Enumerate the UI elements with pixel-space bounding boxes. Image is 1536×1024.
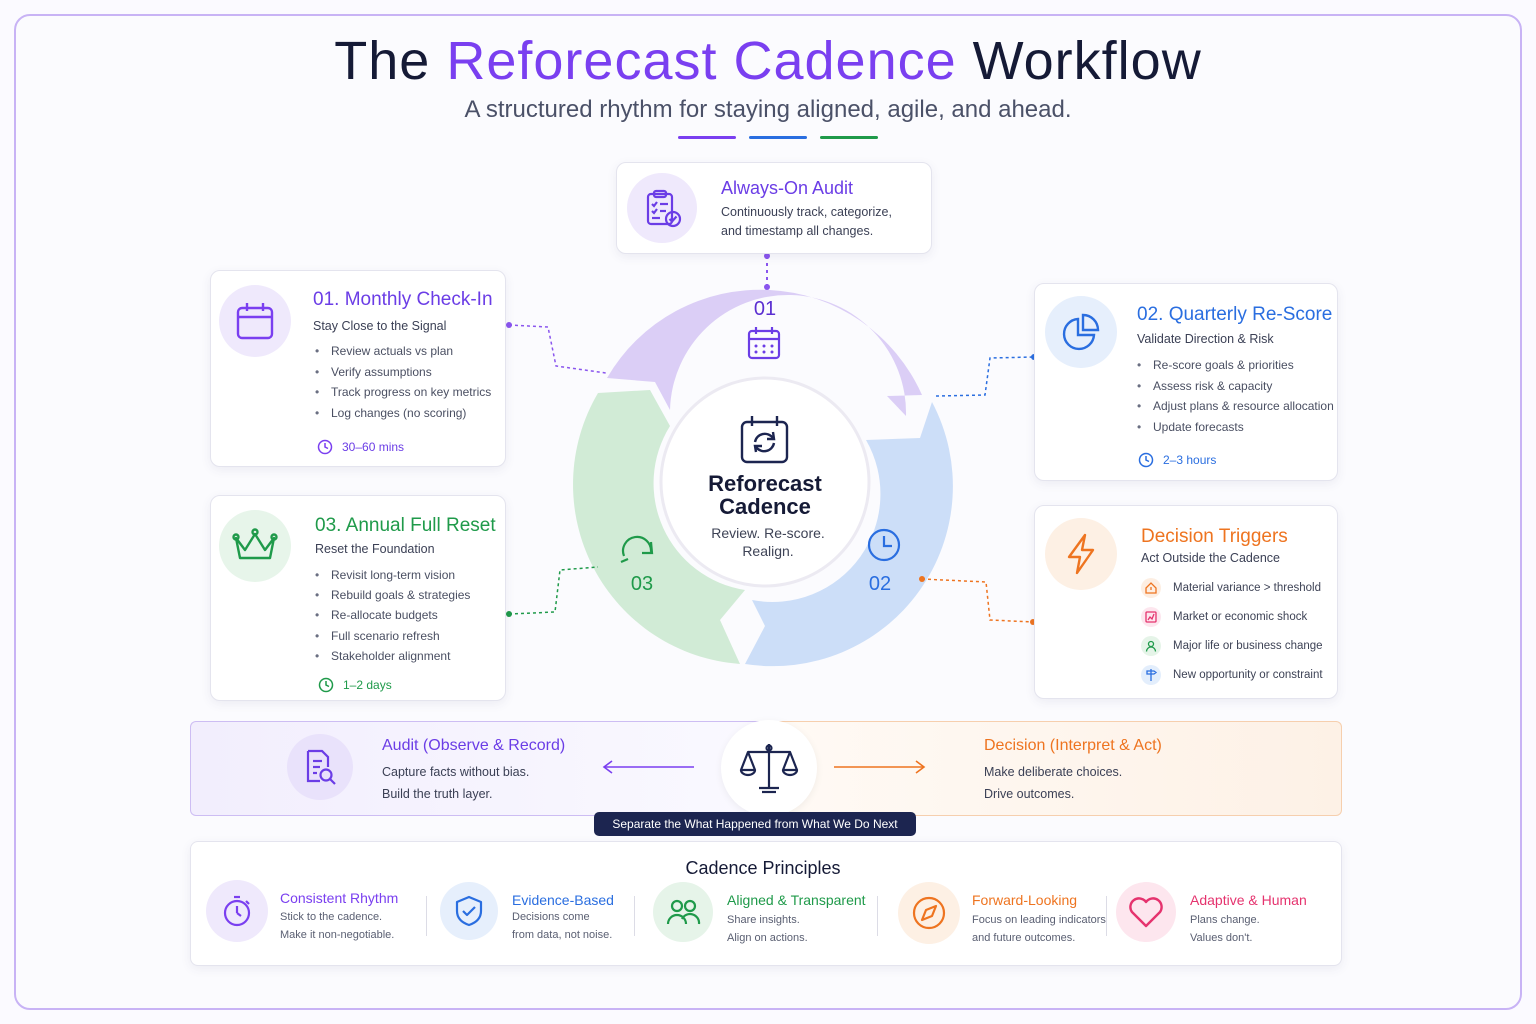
triggers-subtitle: Act Outside the Cadence: [1141, 551, 1280, 565]
divider: [877, 896, 878, 936]
decision-triggers-card: Decision Triggers Act Outside the Cadenc…: [1034, 505, 1338, 699]
trigger-item: Material variance > threshold: [1141, 578, 1321, 598]
audit-card-line1: Continuously track, categorize,: [721, 205, 892, 219]
annual-title: 03. Annual Full Reset: [315, 515, 496, 536]
divider: [1106, 896, 1107, 936]
annual-subtitle: Reset the Foundation: [315, 542, 435, 556]
audit-box-title: Audit (Observe & Record): [382, 737, 566, 754]
quarterly-subtitle: Validate Direction & Risk: [1137, 332, 1274, 346]
list-item: Re-allocate budgets: [315, 608, 470, 628]
list-item: Rebuild goals & strategies: [315, 588, 470, 608]
clock-icon: [1138, 452, 1154, 468]
list-item: Full scenario refresh: [315, 629, 470, 649]
stopwatch-icon: [206, 880, 268, 942]
list-item: Stakeholder alignment: [315, 649, 470, 669]
list-item: Log changes (no scoring): [315, 406, 491, 427]
shield-check-icon: [440, 882, 498, 940]
arrow-right-icon: [834, 760, 926, 774]
list-item: Adjust plans & resource allocation: [1137, 399, 1334, 420]
divider: [426, 896, 427, 936]
underline-purple: [678, 136, 736, 139]
crown-icon: [219, 510, 291, 582]
decision-box-title: Decision (Interpret & Act): [984, 737, 1162, 754]
home-alert-icon: [1141, 578, 1161, 598]
market-shock-icon: [1141, 607, 1161, 627]
quarterly-list: Re-score goals & priorities Assess risk …: [1137, 358, 1334, 440]
audit-box-line2: Build the truth layer.: [382, 787, 493, 801]
decision-interpret-box: [770, 721, 1342, 816]
monthly-duration: 30–60 mins: [317, 439, 404, 455]
compass-icon: [898, 882, 960, 944]
decision-box-line1: Make deliberate choices.: [984, 765, 1123, 779]
person-icon: [1141, 636, 1161, 656]
divider: [634, 896, 635, 936]
quarterly-duration: 2–3 hours: [1138, 452, 1216, 468]
audit-card-title: Always-On Audit: [721, 178, 854, 198]
quarterly-title: 02. Quarterly Re-Score: [1137, 304, 1333, 325]
list-item: Revisit long-term vision: [315, 568, 470, 588]
heart-icon: [1116, 882, 1176, 942]
trigger-item: Major life or business change: [1141, 636, 1323, 656]
sign-icon: [1141, 665, 1161, 685]
calendar-icon: [219, 285, 291, 357]
list-item: Verify assumptions: [315, 365, 491, 386]
lightning-icon: [1045, 518, 1117, 590]
segment-03-label: 03: [630, 573, 654, 595]
clock-icon: [317, 439, 333, 455]
annual-duration: 1–2 days: [318, 677, 392, 693]
monthly-title: 01. Monthly Check-In: [313, 289, 493, 310]
scales-icon: [721, 720, 817, 816]
audit-card-line2: and timestamp all changes.: [721, 224, 874, 238]
page-subtitle: A structured rhythm for staying aligned,…: [464, 96, 1072, 123]
trigger-item: New opportunity or constraint: [1141, 665, 1323, 685]
triggers-title: Decision Triggers: [1141, 526, 1288, 547]
arrow-left-icon: [602, 760, 694, 774]
trigger-item: Market or economic shock: [1141, 607, 1307, 627]
quarterly-re-score-card: 02. Quarterly Re-Score Validate Directio…: [1034, 283, 1338, 481]
people-icon: [653, 882, 713, 942]
audit-observe-box: [190, 721, 770, 816]
list-item: Track progress on key metrics: [315, 385, 491, 406]
separator-pill: Separate the What Happened from What We …: [594, 812, 916, 836]
center-title: Reforecast Cadence: [708, 471, 822, 519]
list-item: Re-score goals & priorities: [1137, 358, 1334, 379]
pie-chart-icon: [1045, 296, 1117, 368]
decision-box-line2: Drive outcomes.: [984, 787, 1075, 801]
annual-full-reset-card: 03. Annual Full Reset Reset the Foundati…: [210, 495, 506, 701]
monthly-subtitle: Stay Close to the Signal: [313, 319, 447, 333]
annual-list: Revisit long-term vision Rebuild goals &…: [315, 568, 470, 669]
clock-icon: [318, 677, 334, 693]
segment-01-label: 01: [753, 298, 777, 320]
clipboard-check-icon: [627, 173, 697, 243]
monthly-check-in-card: 01. Monthly Check-In Stay Close to the S…: [210, 270, 506, 467]
underline-blue: [749, 136, 807, 139]
monthly-list: Review actuals vs plan Verify assumption…: [315, 344, 491, 426]
principles-title: Cadence Principles: [685, 858, 841, 878]
segment-02-label: 02: [868, 573, 892, 595]
always-on-audit-card: Always-On Audit Continuously track, cate…: [616, 162, 932, 254]
center-subtitle: Review. Re-score. Realign.: [711, 525, 825, 559]
list-item: Update forecasts: [1137, 420, 1334, 441]
document-search-icon: [287, 734, 353, 800]
audit-box-line1: Capture facts without bias.: [382, 765, 530, 779]
page-title: The Reforecast Cadence Workflow: [334, 31, 1202, 91]
underline-green: [820, 136, 878, 139]
list-item: Assess risk & capacity: [1137, 379, 1334, 400]
list-item: Review actuals vs plan: [315, 344, 491, 365]
